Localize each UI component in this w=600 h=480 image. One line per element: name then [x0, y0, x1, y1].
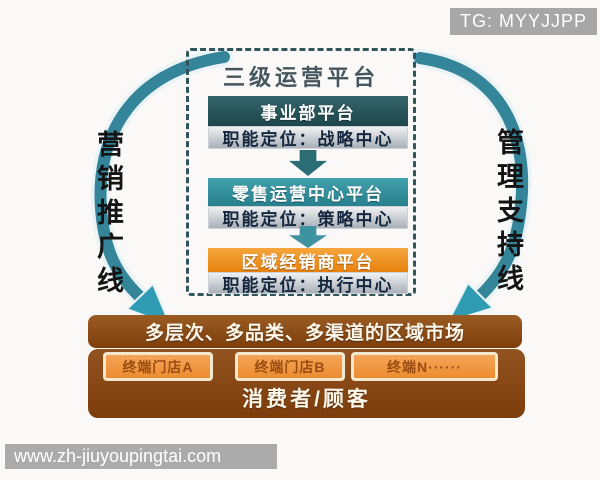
platform-title: 三级运营平台: [222, 65, 379, 91]
consumer-label: 消费者/顾客: [242, 388, 371, 411]
terminal-store-n-box: 终端N······: [351, 352, 498, 381]
level-2-name-box: 零售运营中心平台: [208, 178, 408, 206]
marketing-promotion-line-label: 营销推广线: [92, 130, 123, 300]
telegram-badge: TG: MYYJJPP: [450, 8, 597, 35]
terminal-store-a-box: 终端门店A: [103, 352, 213, 381]
level-2-role-box: 职能定位：策略中心: [208, 206, 408, 229]
level-1-role-box: 职能定位：战略中心: [208, 126, 408, 149]
terminal-store-b-box: 终端门店B: [235, 352, 345, 381]
watermark-bar: www.zh-jiuyoupingtai.com: [5, 444, 277, 469]
management-support-line-label: 管理支持线: [492, 128, 523, 298]
level-3-role-box: 职能定位：执行中心: [208, 272, 408, 295]
consumer-container: 终端门店A 终端门店B 终端N······ 消费者/顾客: [88, 349, 525, 418]
platform-group-border: [186, 48, 416, 296]
right-curved-arrow: [410, 48, 532, 324]
regional-market-bar: 多层次、多品类、多渠道的区域市场: [88, 315, 522, 348]
level-1-name-box: 事业部平台: [208, 96, 408, 126]
left-curved-arrow: [91, 47, 234, 327]
level-3-name-box: 区域经销商平台: [208, 248, 408, 272]
